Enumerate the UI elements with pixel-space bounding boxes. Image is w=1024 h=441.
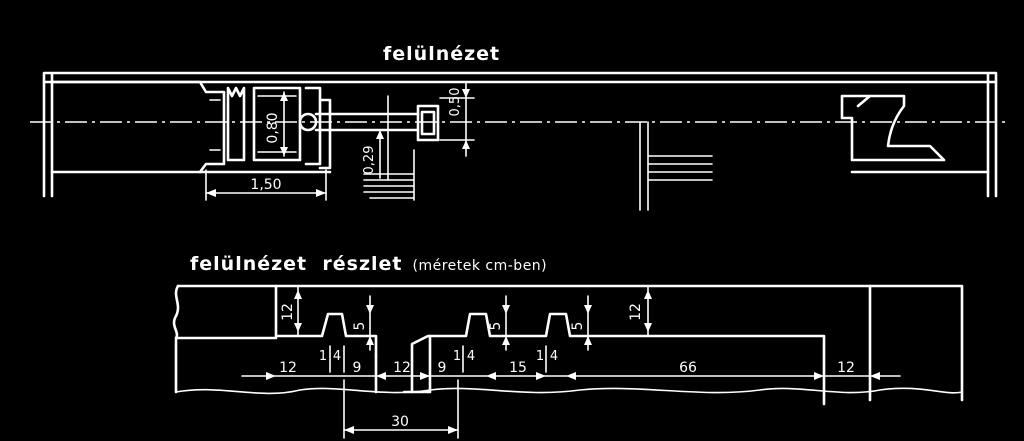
dim-12-mid: 12 xyxy=(393,360,411,376)
strike-wall-symbol xyxy=(639,121,713,211)
vdim-12-left: 12 xyxy=(280,303,296,321)
detail-view-title-main: felülnézet részlet xyxy=(190,253,402,275)
dim-66: 66 xyxy=(679,360,697,376)
frame-profile xyxy=(50,80,332,174)
dim-1-a: 1 xyxy=(319,349,327,364)
dim-150-label: 1,50 xyxy=(250,177,281,193)
detail-bottom-break-line xyxy=(175,387,963,395)
dim-12-right: 12 xyxy=(837,360,855,376)
bolt-rod xyxy=(314,112,420,132)
detail-view: felülnézet részlet(méretek cm-ben) 12 1 … xyxy=(172,253,964,439)
detail-view-title: felülnézet részlet (méretek cm-ben) xyxy=(190,253,547,275)
dim-15: 15 xyxy=(509,360,527,376)
dim-080-label: 0,80 xyxy=(265,112,281,143)
frame-profile-inner-ribs xyxy=(209,95,297,153)
top-view-outer-frame xyxy=(42,71,998,198)
dim-30-label: 30 xyxy=(391,414,409,430)
dim-1-c: 1 xyxy=(536,349,544,364)
dim-9-b: 9 xyxy=(438,360,447,376)
vdim-12-right: 12 xyxy=(628,303,644,321)
dim-4-c: 4 xyxy=(550,349,558,364)
detail-left-leaf xyxy=(174,336,378,394)
dim-9-a: 9 xyxy=(353,360,362,376)
dim-1-b: 1 xyxy=(453,349,461,364)
bolt-wall-hatching xyxy=(363,149,415,201)
dim-050-label: 0,50 xyxy=(448,88,463,117)
dim-12-left: 12 xyxy=(279,360,297,376)
top-view: felülnézet 0,80 1,50 0,29 xyxy=(30,43,1010,211)
dim-4-b: 4 xyxy=(467,349,475,364)
detail-left-edge xyxy=(172,284,180,340)
vdim-5-a: 5 xyxy=(352,322,368,331)
detail-left-stop xyxy=(274,284,378,358)
vdim-5-b: 5 xyxy=(488,322,504,331)
hinge-profile xyxy=(840,94,946,162)
bolt-head-circle xyxy=(298,112,318,132)
bolt-block xyxy=(416,104,440,142)
dim-4-a: 4 xyxy=(333,349,341,364)
detail-mid-profile xyxy=(410,312,826,406)
detail-mid-left-bar xyxy=(402,334,432,394)
top-view-title: felülnézet xyxy=(383,43,500,65)
vdim-5-c: 5 xyxy=(570,322,586,331)
detail-outer-frame xyxy=(176,284,964,402)
dim-029-label: 0,29 xyxy=(362,146,377,175)
detail-view-note: (méretek cm-ben) xyxy=(412,258,547,274)
